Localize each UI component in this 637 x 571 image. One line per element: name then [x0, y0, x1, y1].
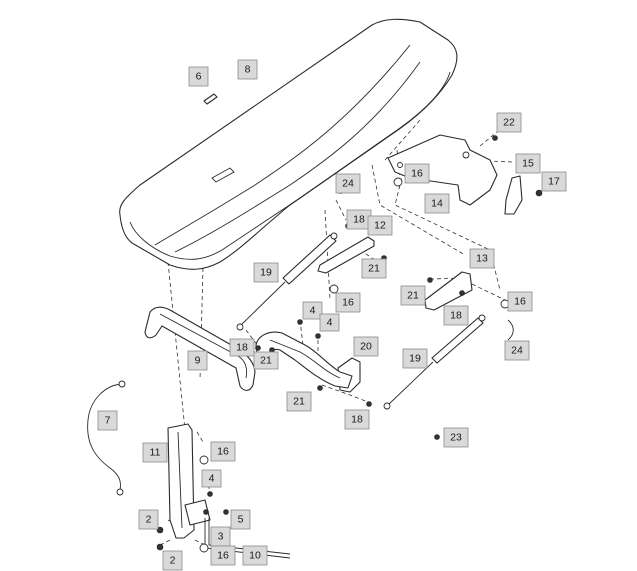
svg-text:21: 21	[407, 290, 419, 302]
svg-text:16: 16	[217, 550, 229, 562]
callout-19-a: 19	[253, 262, 279, 283]
bracket-15-part	[504, 175, 523, 215]
svg-text:18: 18	[450, 310, 462, 322]
svg-text:22: 22	[503, 117, 515, 129]
callout-19-b: 19	[402, 348, 428, 369]
svg-text:2: 2	[170, 555, 176, 567]
hood-cover-part	[119, 18, 458, 270]
svg-text:16: 16	[411, 168, 423, 180]
svg-text:2: 2	[146, 514, 152, 526]
callout-18-c: 18	[229, 338, 255, 357]
svg-text:4: 4	[310, 305, 316, 317]
callout-16-e: 16	[210, 545, 236, 566]
callout-12: 12	[367, 215, 393, 236]
svg-text:19: 19	[409, 353, 421, 365]
svg-text:5: 5	[238, 514, 244, 526]
svg-text:16: 16	[342, 297, 354, 309]
cable-part	[87, 380, 126, 496]
callout-20: 20	[353, 336, 379, 357]
gas-strut-upper	[236, 232, 338, 331]
callout-17: 17	[541, 171, 567, 192]
callout-7: 7	[97, 410, 118, 431]
callout-16-a: 16	[404, 163, 430, 184]
svg-text:11: 11	[150, 447, 161, 459]
svg-text:24: 24	[342, 178, 354, 190]
callout-22: 22	[496, 112, 522, 133]
svg-text:19: 19	[260, 267, 272, 279]
svg-text:3: 3	[218, 531, 224, 543]
callout-18-a: 18	[346, 209, 372, 230]
callout-16-c: 16	[507, 291, 533, 312]
callout-21-b: 21	[400, 285, 426, 306]
callout-11: 11	[142, 442, 168, 463]
svg-text:21: 21	[368, 263, 380, 275]
svg-text:15: 15	[522, 158, 534, 170]
callout-10: 10	[242, 545, 268, 566]
callout-2-b: 2	[162, 550, 183, 571]
svg-text:18: 18	[353, 214, 365, 226]
callout-15: 15	[515, 153, 541, 174]
callout-18-d: 18	[344, 409, 370, 430]
svg-text:4: 4	[209, 473, 215, 485]
callout-18-b: 18	[443, 305, 469, 326]
callout-23: 23	[443, 427, 469, 448]
svg-text:16: 16	[514, 296, 526, 308]
svg-text:20: 20	[360, 341, 372, 353]
svg-text:24: 24	[511, 345, 523, 357]
callout-16-d: 16	[210, 441, 236, 462]
callout-6: 6	[188, 66, 209, 87]
latch-part	[203, 93, 218, 105]
svg-text:18: 18	[351, 414, 363, 426]
callout-21-d: 21	[286, 391, 312, 412]
gas-strut-lower	[383, 314, 486, 410]
callout-24-b: 24	[504, 340, 530, 361]
vertical-bracket-part	[167, 423, 211, 539]
callout-16-b: 16	[335, 292, 361, 313]
callout-4-b: 4	[319, 313, 340, 332]
svg-text:4: 4	[327, 317, 333, 329]
callout-3: 3	[210, 526, 231, 547]
hardware-fasteners	[156, 135, 543, 553]
svg-text:7: 7	[105, 415, 111, 427]
callout-2-a: 2	[138, 509, 159, 530]
svg-text:23: 23	[450, 432, 462, 444]
callout-14: 14	[424, 193, 450, 214]
svg-text:6: 6	[196, 71, 202, 83]
callout-8: 8	[237, 59, 258, 80]
svg-text:21: 21	[260, 355, 272, 367]
svg-text:14: 14	[431, 198, 443, 210]
callout-4-a: 4	[302, 301, 323, 320]
callout-21-a: 21	[361, 258, 387, 279]
svg-text:10: 10	[249, 550, 261, 562]
bracket-12-part	[317, 236, 375, 274]
svg-text:8: 8	[245, 64, 251, 76]
svg-text:13: 13	[476, 253, 488, 265]
svg-text:18: 18	[236, 342, 248, 354]
svg-text:21: 21	[293, 396, 305, 408]
svg-text:16: 16	[217, 446, 229, 458]
callout-9: 9	[187, 350, 208, 371]
svg-text:17: 17	[548, 176, 560, 188]
callout-13: 13	[469, 248, 495, 269]
callout-4-c: 4	[201, 469, 222, 488]
svg-text:12: 12	[374, 220, 386, 232]
callout-5: 5	[230, 509, 251, 530]
callout-21-c: 21	[253, 351, 279, 370]
svg-text:9: 9	[195, 355, 201, 367]
bracket-13-part	[424, 271, 473, 311]
callout-24-a: 24	[335, 173, 361, 194]
